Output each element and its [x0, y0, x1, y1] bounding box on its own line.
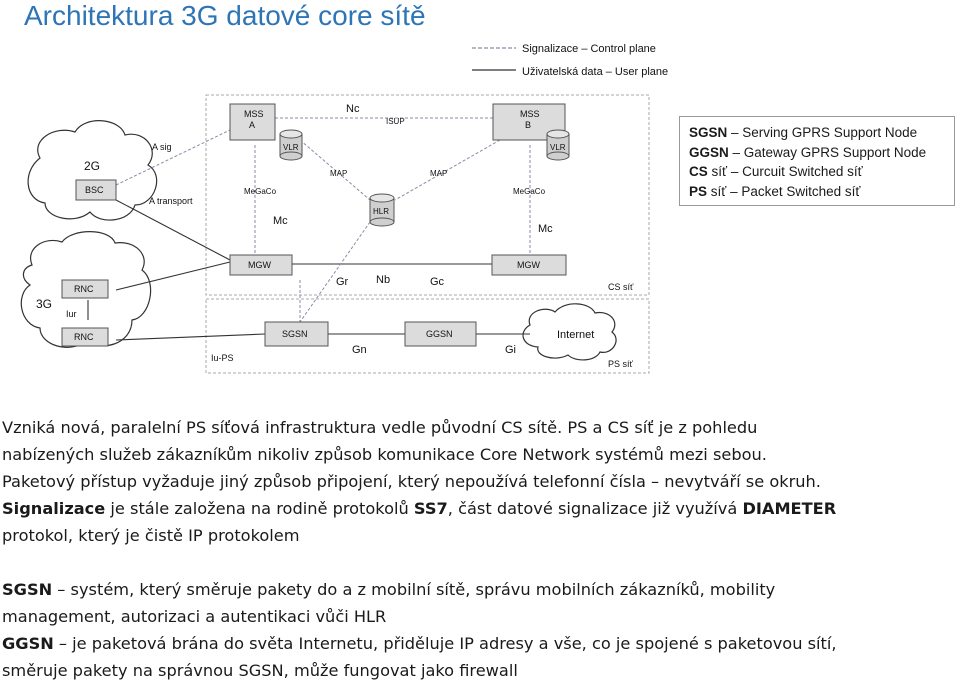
- text-line: GGSN – je paketová brána do světa Intern…: [2, 630, 957, 657]
- text-line: Signalizace je stále založena na rodině …: [2, 495, 957, 522]
- gc-label: Gc: [430, 276, 445, 288]
- iu-ps-label: Iu-PS: [211, 353, 234, 363]
- bsc-label: BSC: [85, 185, 104, 195]
- text-segment: nabízených služeb zákazníkům nikoliv způ…: [2, 445, 767, 464]
- mgw-a-node: [229, 254, 293, 276]
- text-line: Vzniká nová, paralelní PS síťová infrast…: [2, 414, 957, 441]
- text-segment: je stále založena na rodině protokolů: [105, 499, 414, 518]
- iur-label: Iur: [66, 309, 77, 319]
- cloud-3g-label: 3G: [36, 297, 52, 311]
- nb-label: Nb: [376, 274, 390, 286]
- gi-label: Gi: [505, 344, 516, 356]
- mss-a-node: [229, 103, 276, 141]
- a-sig-label: A sig: [152, 142, 172, 152]
- mgw-b-label: MGW: [517, 260, 540, 270]
- abbr-row: SGSN – Serving GPRS Support Node: [689, 125, 918, 140]
- cloud-2g: [27, 120, 158, 221]
- mc-a-label: Mc: [273, 215, 288, 227]
- page-title: Architektura 3G datové core sítě: [24, 0, 426, 31]
- text-segment: Vzniká nová, paralelní PS síťová infrast…: [2, 418, 758, 437]
- text-line: SGSN – systém, který směruje pakety do a…: [2, 576, 957, 603]
- vlr-b-label: VLR: [550, 143, 566, 152]
- cs-domain-label: CS síť: [608, 282, 634, 292]
- cs-domain-box: [205, 94, 650, 296]
- cloud-internet: [522, 303, 617, 361]
- isup-label: ISUP: [386, 117, 405, 126]
- bold-term: GGSN: [2, 634, 54, 653]
- body-text: Vzniká nová, paralelní PS síťová infrast…: [2, 414, 957, 684]
- mss-a-label-1: MSS: [244, 109, 264, 119]
- mss-a-label-2: A: [249, 120, 255, 130]
- bsc-node: [75, 179, 117, 201]
- megaco-a-label: MeGaCo: [244, 187, 277, 196]
- mc-b-label: Mc: [538, 223, 553, 235]
- rnc-bottom-label: RNC: [74, 332, 94, 342]
- gn-label: Gn: [352, 344, 367, 356]
- vlr-b-database: [546, 129, 570, 161]
- hlr-database: [369, 193, 395, 227]
- mgw-a-label: MGW: [248, 260, 271, 270]
- text-line: Paketový přístup vyžaduje jiný způsob př…: [2, 468, 957, 495]
- text-segment: směruje pakety na správnou SGSN, může fu…: [2, 661, 518, 680]
- ggsn-label: GGSN: [426, 329, 453, 339]
- megaco-b-label: MeGaCo: [513, 187, 546, 196]
- vlr-a-database: [279, 129, 303, 161]
- control-plane-links: [115, 117, 531, 323]
- legend-signal-label: Signalizace – Control plane: [522, 43, 656, 55]
- mss-b-label-2: B: [525, 120, 531, 130]
- mss-b-label-1: MSS: [520, 109, 540, 119]
- text-segment: Paketový přístup vyžaduje jiný způsob př…: [2, 472, 821, 491]
- user-plane-links: [87, 199, 530, 341]
- text-segment: – je paketová brána do světa Internetu, …: [53, 634, 837, 653]
- rnc-top-label: RNC: [74, 284, 94, 294]
- ps-domain-label: PS síť: [608, 359, 634, 369]
- nc-label: Nc: [346, 103, 360, 115]
- text-line: směruje pakety na správnou SGSN, může fu…: [2, 657, 957, 684]
- abbr-row: GGSN – Gateway GPRS Support Node: [689, 144, 927, 160]
- cloud-internet-label: Internet: [557, 329, 594, 341]
- rnc-top-node: [61, 279, 109, 299]
- text-segment: protokol, který je čistě IP protokolem: [2, 526, 300, 545]
- bold-term: SS7: [413, 499, 448, 518]
- network-architecture-diagram: Signalizace – Control plane Uživatelská …: [20, 43, 668, 374]
- sgsn-node: [264, 321, 329, 347]
- abbr-row: PS síť – Packet Switched síť: [689, 183, 861, 199]
- abbr-row: CS síť – Curcuit Switched síť: [689, 164, 863, 179]
- bold-term: SGSN: [2, 580, 53, 599]
- bold-term: Signalizace: [2, 499, 106, 518]
- legend-userplane-label: Uživatelská data – User plane: [522, 66, 668, 78]
- paragraph-gap: [2, 549, 957, 576]
- abbreviation-box: SGSN – Serving GPRS Support Node GGSN – …: [679, 116, 955, 206]
- a-transport-label: A transport: [149, 196, 193, 206]
- mgw-b-node: [491, 254, 567, 276]
- map-a-label: MAP: [330, 169, 347, 178]
- vlr-a-label: VLR: [283, 143, 299, 152]
- sgsn-label: SGSN: [282, 329, 308, 339]
- cloud-2g-label: 2G: [84, 159, 100, 173]
- rnc-bottom-node: [61, 327, 109, 347]
- text-segment: management, autorizaci a autentikaci vůč…: [2, 607, 387, 626]
- bold-term: DIAMETER: [742, 499, 837, 518]
- ggsn-node: [404, 321, 477, 347]
- text-line: nabízených služeb zákazníkům nikoliv způ…: [2, 441, 957, 468]
- text-segment: – systém, který směruje pakety do a z mo…: [52, 580, 776, 599]
- text-segment: , část datové signalizace již využívá: [447, 499, 743, 518]
- hlr-label: HLR: [373, 207, 389, 216]
- text-line: protokol, který je čistě IP protokolem: [2, 522, 957, 549]
- map-b-label: MAP: [430, 169, 447, 178]
- gr-label: Gr: [336, 276, 349, 288]
- text-line: management, autorizaci a autentikaci vůč…: [2, 603, 957, 630]
